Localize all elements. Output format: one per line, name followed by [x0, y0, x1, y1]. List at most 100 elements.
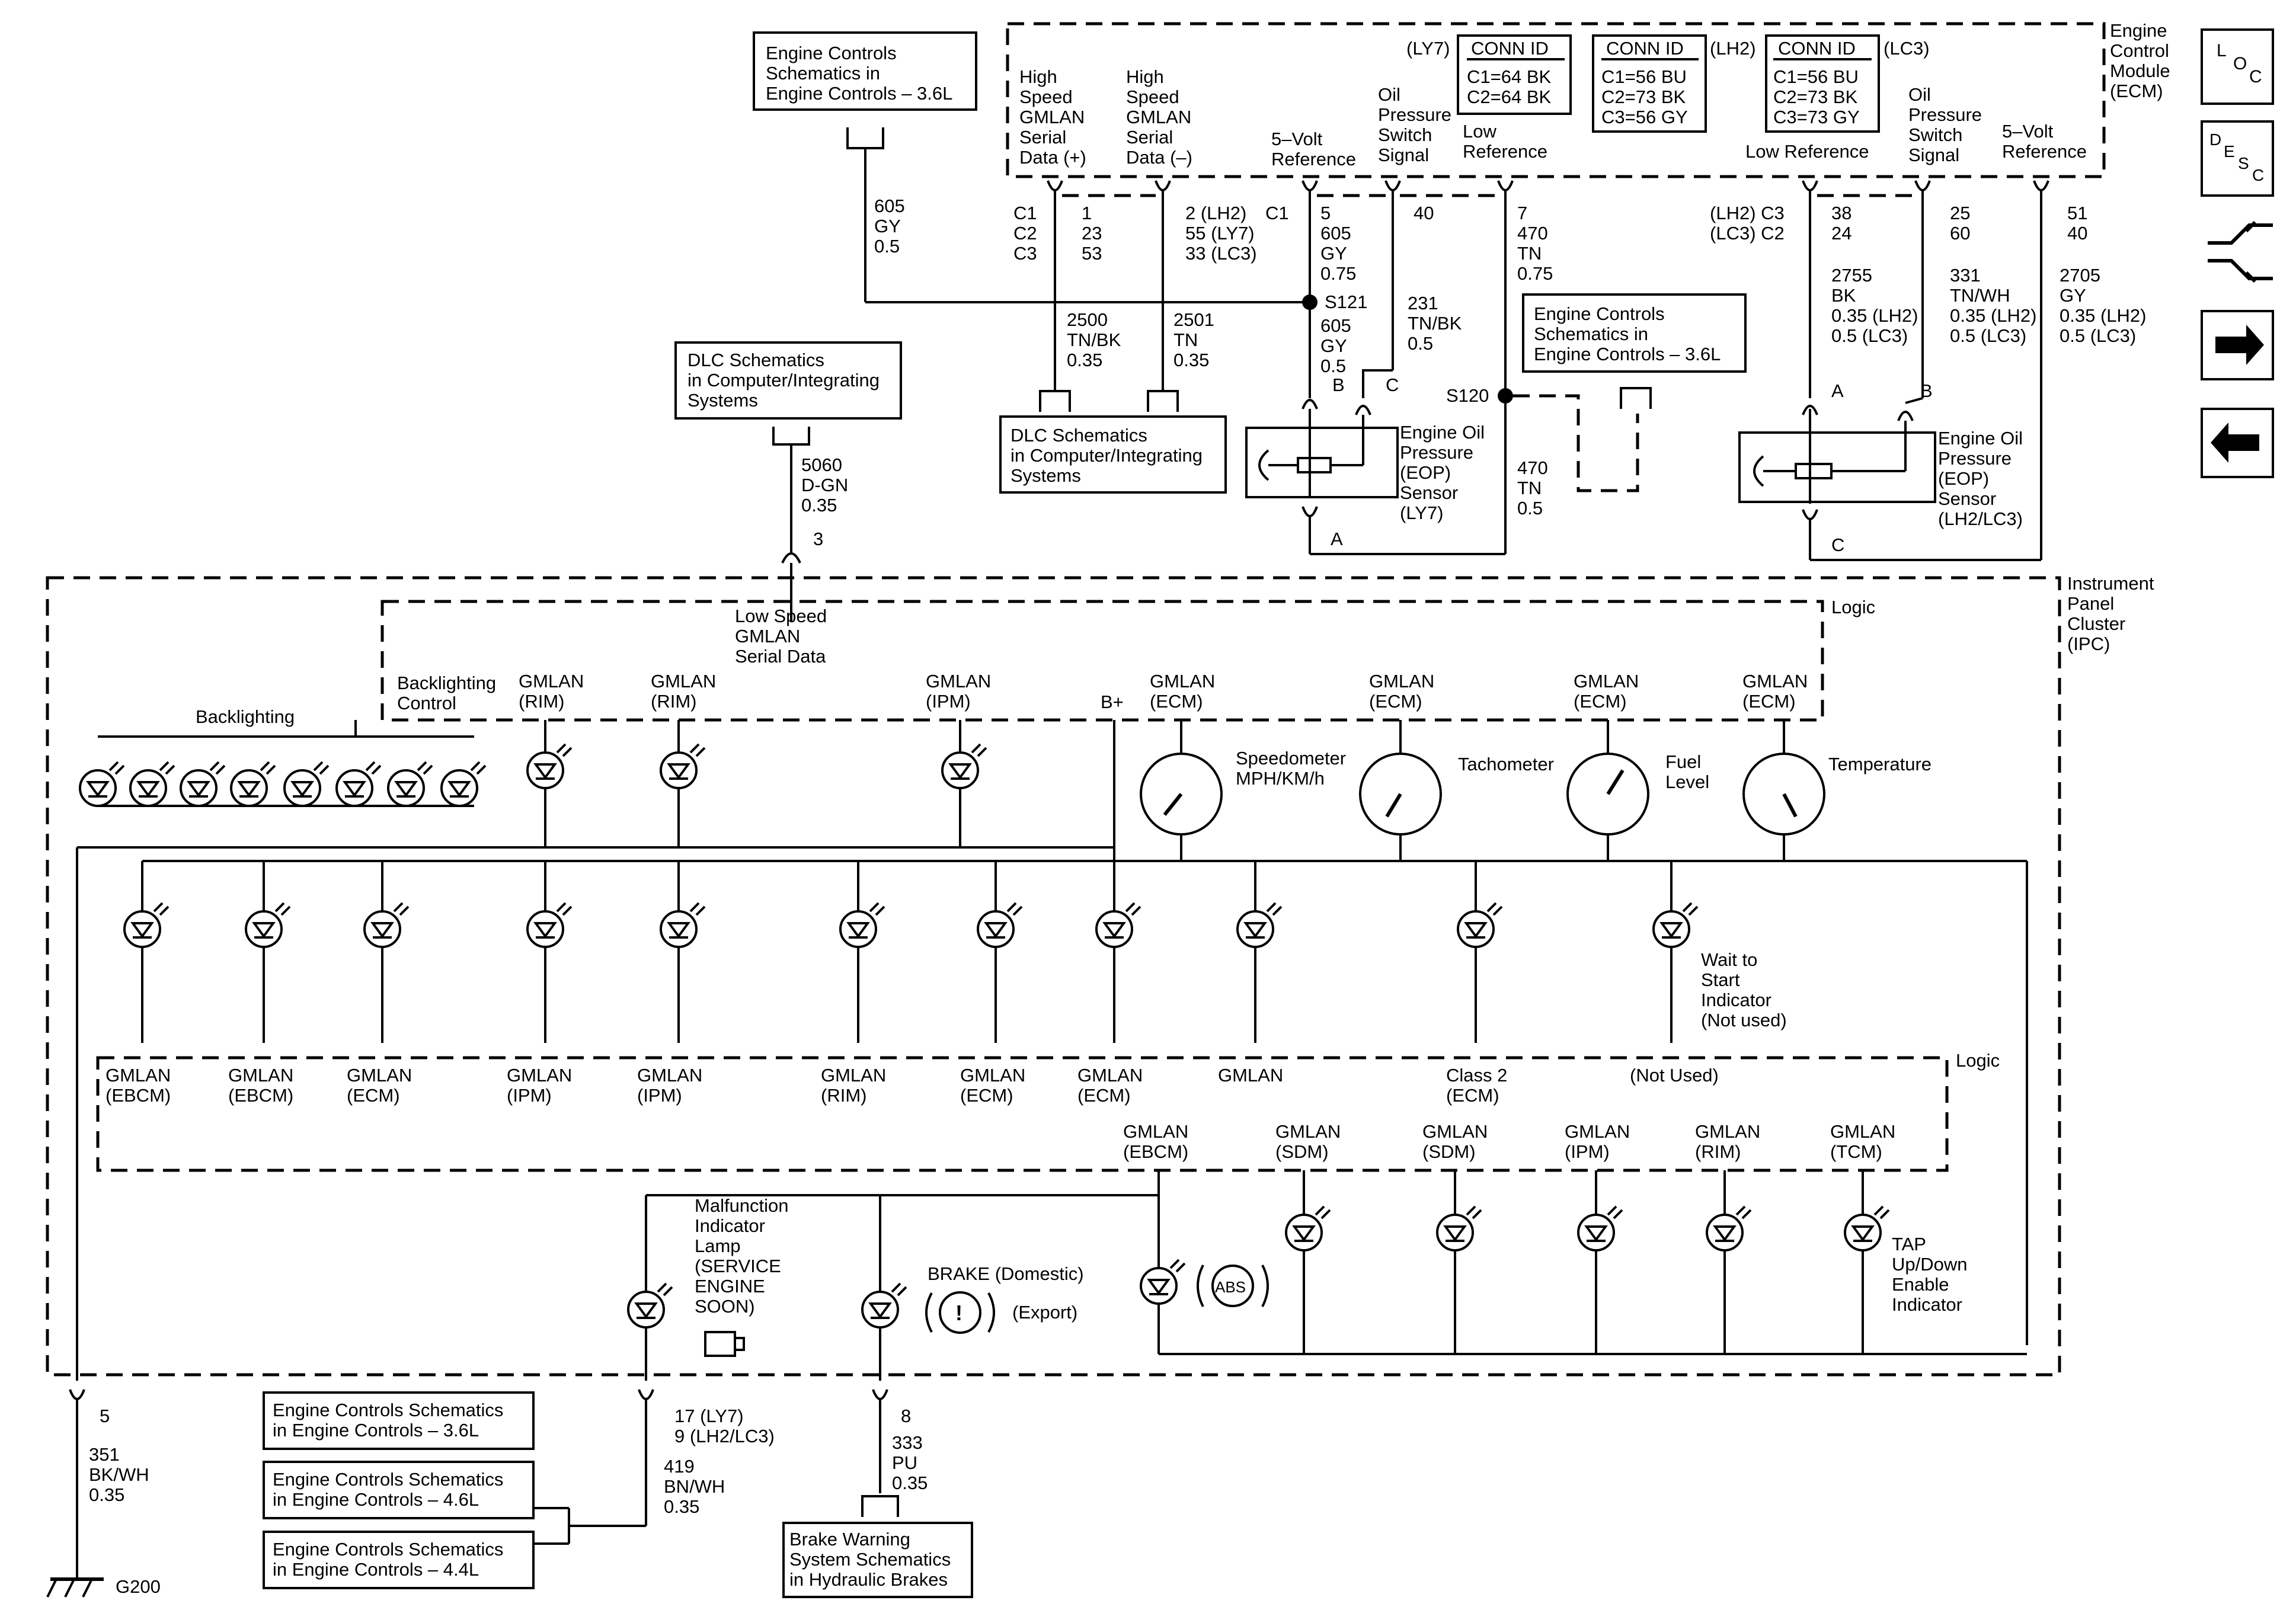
- arrow-right-icon: [2215, 325, 2264, 365]
- svg-text:GMLAN(EBCM): GMLAN(EBCM): [1123, 1121, 1188, 1162]
- eop-sensor-lh2-lc3: [1738, 431, 1936, 503]
- c-labels-1: C1 C2 C3: [1013, 203, 1042, 264]
- svg-text:GMLAN(RIM): GMLAN(RIM): [821, 1065, 886, 1106]
- mid-indicator-led-9: [1236, 902, 1283, 948]
- loc-button-letters: L O C: [2217, 41, 2262, 87]
- label-vref-right: 5–Volt Reference: [2002, 121, 2087, 162]
- wire-419-label: 419 BN/WH 0.35: [664, 1456, 730, 1517]
- indicator-leds: [79, 743, 1890, 1329]
- lower-indicator-led-3: [1577, 1205, 1623, 1251]
- mid-indicator-led-8: [1095, 902, 1141, 948]
- conn-id-lh2-title: CONN ID: [1606, 38, 1684, 59]
- loc-button[interactable]: [2201, 28, 2274, 105]
- wire-2755-label: 2755 BK 0.35 (LH2) 0.5 (LC3): [1831, 265, 1923, 346]
- pin-17-label: 17 (LY7) 9 (LH2/LC3): [674, 1406, 775, 1446]
- mid-indicator-led-2: [245, 902, 291, 948]
- conn-lh2-tag: (LH2): [1710, 38, 1756, 59]
- svg-text:GMLAN(ECM): GMLAN(ECM): [1369, 671, 1434, 712]
- ref-box-ec44-text: Engine Controls Schematics in Engine Con…: [273, 1539, 509, 1580]
- c1-label: C1: [1265, 203, 1289, 223]
- turn-right-led: [660, 743, 706, 789]
- conn-id-lc3-box: [1765, 34, 1880, 133]
- ipc-boundary: [46, 576, 2061, 1377]
- headlamp-led: [941, 743, 987, 789]
- desc-button-letters: D E S C: [2209, 130, 2264, 184]
- ref-box-ec36[interactable]: [263, 1391, 535, 1450]
- lower-indicator-led-4: [1706, 1205, 1752, 1251]
- wire-331-label: 331 TN/WH 0.35 (LH2) 0.5 (LC3): [1950, 265, 2042, 346]
- mid-indicator-led-11: [1652, 902, 1699, 948]
- backlighting-label: Backlighting: [196, 706, 295, 727]
- abs-icon: ABS: [1197, 1265, 1269, 1307]
- ref-box-engine-controls-top[interactable]: [753, 31, 977, 111]
- mid-indicator-led-5: [660, 902, 706, 948]
- svg-text:GMLAN(ECM): GMLAN(ECM): [1742, 671, 1808, 712]
- ref-box-dlc-top[interactable]: [674, 341, 902, 420]
- conn-id-ly7-box: [1457, 34, 1572, 115]
- gauge-tachometer-label: Tachometer: [1458, 754, 1554, 774]
- svg-text:GMLAN(IPM): GMLAN(IPM): [1565, 1121, 1630, 1162]
- ref-box-ec44[interactable]: [263, 1531, 535, 1589]
- backlight-led-8: [440, 761, 487, 807]
- conn-id-ly7-title: CONN ID: [1471, 38, 1549, 59]
- svg-text:GMLAN(IPM): GMLAN(IPM): [637, 1065, 702, 1106]
- pin-8-label: 8: [901, 1406, 911, 1426]
- ref-box-engine-controls-top-text: Engine Controls Schematics in Engine Con…: [766, 43, 952, 104]
- wire-470-label: 470 TN 0.5: [1517, 457, 1553, 518]
- wire-5060-label: 5060 D-GN 0.35: [801, 454, 853, 516]
- ipc-title: Instrument Panel Cluster (IPC): [2067, 573, 2159, 654]
- svg-text:ABS: ABS: [1215, 1278, 1246, 1296]
- eop-lh2-pin-a: A: [1831, 380, 1844, 401]
- gauge-temperature: [1742, 720, 1825, 861]
- schematic-flow-icon[interactable]: [2208, 220, 2273, 283]
- svg-text:GMLAN(SDM): GMLAN(SDM): [1422, 1121, 1488, 1162]
- low-speed-label: Low Speed GMLAN Serial Data: [735, 606, 832, 667]
- svg-text:GMLAN(SDM): GMLAN(SDM): [1275, 1121, 1341, 1162]
- svg-text:GMLAN(ECM): GMLAN(ECM): [1150, 671, 1215, 712]
- lower-indicator-led-5: [1844, 1205, 1890, 1251]
- ref-box-brake-warning-text: Brake Warning System Schematics in Hydra…: [789, 1529, 956, 1590]
- ref-box-engine-controls-mid-text: Engine Controls Schematics in Engine Con…: [1534, 303, 1721, 364]
- eop-lh2-label: Engine Oil Pressure (EOP) Sensor (LH2/LC…: [1938, 428, 2028, 529]
- brake-led: [861, 1282, 907, 1329]
- eop-lh2-pin-c: C: [1831, 534, 1844, 555]
- g200-label: G200: [116, 1576, 161, 1597]
- abs-led: [1140, 1259, 1186, 1305]
- splice-s120: [1498, 388, 1513, 404]
- eop-ly7-pin-b: B: [1332, 375, 1345, 395]
- label-low-ref-left: Low Reference: [1463, 121, 1547, 162]
- lower-indicator-led-2: [1436, 1205, 1482, 1251]
- backlight-led-3: [180, 761, 226, 807]
- wire-605b-label: 605 GY 0.5: [1320, 315, 1356, 376]
- svg-text:(Not Used): (Not Used): [1630, 1065, 1719, 1086]
- desc-button[interactable]: [2201, 120, 2274, 197]
- ecm-boundary: [1006, 22, 2106, 178]
- label-oil-right: Oil Pressure Switch Signal: [1908, 84, 1987, 165]
- splice-s121: [1302, 295, 1318, 310]
- ref-box-ec46[interactable]: [263, 1461, 535, 1519]
- gauge-tachometer: [1359, 720, 1442, 861]
- mid-logic-labels: GMLAN(EBCM) GMLAN(EBCM) GMLAN(ECM) GMLAN…: [105, 1065, 1719, 1106]
- conn-ly7-tag: (LY7): [1406, 38, 1450, 59]
- tap-label: TAP Up/Down Enable Indicator: [1892, 1234, 1972, 1315]
- ref-box-dlc-mid[interactable]: [999, 415, 1227, 494]
- ref-box-engine-controls-mid[interactable]: [1522, 293, 1747, 373]
- conn-lc3-tag: (LC3): [1884, 38, 1930, 59]
- ref-box-brake-warning[interactable]: [782, 1522, 973, 1598]
- svg-text:GMLAN(RIM): GMLAN(RIM): [651, 671, 716, 712]
- export-label: (Export): [1012, 1302, 1077, 1323]
- mil-led: [627, 1282, 673, 1329]
- pin-7-label: 7 470 TN 0.75: [1517, 203, 1553, 284]
- pin-25-label: 25 60: [1950, 203, 1975, 244]
- svg-text:!: !: [955, 1301, 962, 1325]
- ecm-pins: [1047, 180, 2049, 560]
- ground-g200-icon: [46, 1577, 104, 1598]
- top-logic-labels: GMLAN(RIM) GMLAN(RIM) GMLAN(IPM) B+ GMLA…: [519, 671, 1808, 712]
- mid-indicator-led-10: [1457, 902, 1503, 948]
- svg-text:GMLAN(EBCM): GMLAN(EBCM): [228, 1065, 293, 1106]
- svg-text:GMLAN(RIM): GMLAN(RIM): [519, 671, 584, 712]
- conn-id-lc3-title: CONN ID: [1778, 38, 1856, 59]
- eop-ly7-pin-c: C: [1386, 375, 1399, 395]
- lower-indicator-led-1: [1285, 1205, 1331, 1251]
- wire-333-label: 333 PU 0.35: [892, 1432, 928, 1493]
